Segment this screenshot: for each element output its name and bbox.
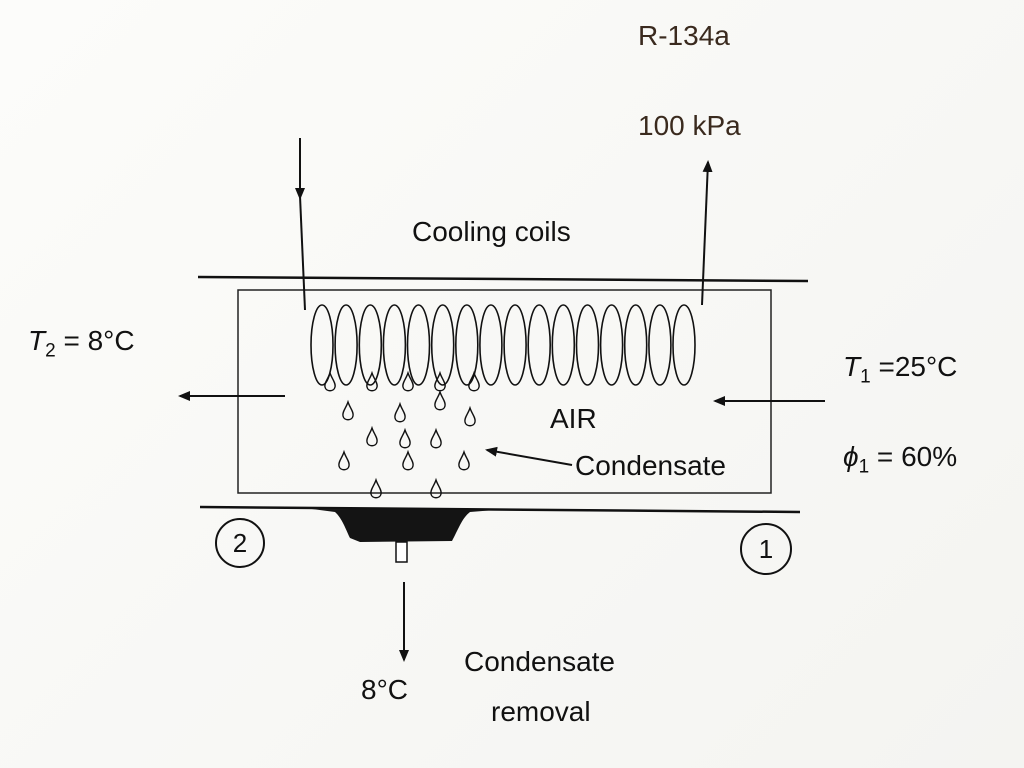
duct-top-wall xyxy=(197,275,809,283)
coil-loop xyxy=(406,304,431,386)
coil-loop xyxy=(430,304,455,386)
condensate-droplets xyxy=(324,370,480,499)
condensate-droplet xyxy=(324,370,336,392)
outlet-temperature: T2 = 8°C xyxy=(28,327,135,361)
condensate-removal-label-line2: removal xyxy=(491,696,591,727)
coil-loop xyxy=(575,304,600,386)
coil-loop xyxy=(551,304,576,386)
inlet-temperature-symbol: T xyxy=(843,351,861,382)
state-1-number: 1 xyxy=(759,534,773,564)
state-2-circle xyxy=(215,518,265,568)
condensate-droplet xyxy=(434,389,446,411)
cooling-coil-loops xyxy=(310,304,696,386)
condensate-droplet xyxy=(338,449,350,471)
condensate-droplet xyxy=(370,477,382,499)
coil-loop xyxy=(527,304,552,386)
coil-loop xyxy=(479,304,503,386)
condensate-droplet xyxy=(342,399,354,421)
coil-loop xyxy=(454,304,479,386)
state-2-number: 2 xyxy=(233,528,247,558)
drain-spout xyxy=(395,541,408,563)
inlet-humidity-subscript: 1 xyxy=(858,456,870,478)
inlet-temperature: T1 =25°C xyxy=(843,353,957,387)
condensate-droplet xyxy=(394,401,406,423)
condensate-removal-temperature: 8°C xyxy=(361,674,408,705)
condensate-droplet xyxy=(430,427,442,449)
coil-loop xyxy=(648,304,672,386)
refrigerant-name: R-134a xyxy=(638,20,730,51)
condensate-removal-label-line1: Condensate xyxy=(464,646,616,677)
condensate-droplet xyxy=(366,425,378,447)
condensate-droplet xyxy=(402,370,414,392)
outlet-temperature-symbol: T xyxy=(28,325,46,356)
coil-loop xyxy=(358,304,383,386)
air-chamber-box xyxy=(237,289,772,494)
coil-loop xyxy=(503,304,527,386)
inlet-humidity: ϕ1 = 60% xyxy=(843,443,957,477)
refrigerant-inlet-pipe-lower xyxy=(299,195,306,311)
duct-bottom-wall xyxy=(199,505,801,514)
condensate-droplet xyxy=(366,370,378,392)
condensate-droplet xyxy=(402,449,414,471)
inlet-temperature-subscript: 1 xyxy=(860,366,871,388)
inlet-temperature-value: =25°C xyxy=(870,351,958,382)
condensate-tray xyxy=(312,509,495,542)
cooling-coils-label: Cooling coils xyxy=(412,216,571,247)
condensate-droplet xyxy=(430,477,442,499)
coil-loop xyxy=(310,304,334,386)
coil-loop xyxy=(672,304,696,386)
refrigerant-outlet-pipe xyxy=(701,160,713,306)
condensate-droplet xyxy=(458,449,470,471)
inlet-humidity-value: = 60% xyxy=(869,441,958,472)
coil-loop xyxy=(599,304,624,386)
coil-loop xyxy=(334,304,358,386)
condensate-droplet xyxy=(468,370,480,392)
coil-loop xyxy=(382,304,407,386)
condensate-label: Condensate xyxy=(575,450,727,481)
air-label: AIR xyxy=(550,403,597,434)
refrigerant-pressure: 100 kPa xyxy=(638,110,741,141)
condensate-droplet xyxy=(464,405,476,427)
outlet-temperature-subscript: 2 xyxy=(45,340,56,362)
condensate-droplet xyxy=(399,427,411,449)
state-1-circle xyxy=(740,523,792,575)
coil-loop xyxy=(623,304,648,386)
outlet-temperature-value: = 8°C xyxy=(55,325,135,356)
condensate-pointer-arrow xyxy=(485,446,573,466)
inlet-humidity-symbol: ϕ xyxy=(843,441,859,472)
